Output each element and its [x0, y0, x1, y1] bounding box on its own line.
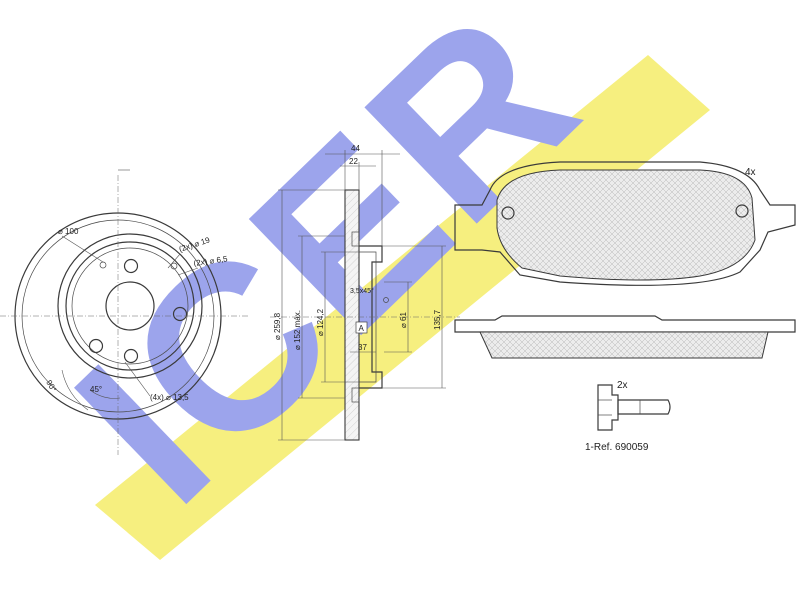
label-angle-45: 45° [90, 385, 102, 394]
hub-ring-1 [65, 241, 195, 371]
bolt-hole-right [172, 306, 188, 322]
bolt-shank [617, 399, 671, 415]
dim-37: 37 [358, 343, 367, 352]
hub-ring-2 [71, 247, 189, 365]
label-d100: ⌀ 100 [58, 227, 79, 236]
marker-a-small [383, 297, 389, 303]
dim-d124-2: ⌀ 124,2 [316, 308, 325, 336]
pad-side-friction [479, 331, 769, 359]
brake-pad-views: 4x [454, 161, 796, 359]
friction-ring-section [344, 189, 360, 441]
label-holes-13-5: (4x) ⌀ 13,5 [150, 393, 189, 402]
marker-a-box [355, 321, 368, 334]
dim-chamfer: 3,5x45° [350, 287, 374, 295]
dim-135-7: 135,7 [433, 309, 442, 330]
dim-d61: ⌀ 61 [399, 312, 408, 328]
watermark-text: ICER [27, 0, 625, 551]
bolt-drawing: 2x 1-Ref. 690059 [585, 380, 671, 453]
bolt-reference: 1-Ref. 690059 [585, 442, 649, 453]
hub-outer [57, 233, 203, 379]
dim-d259-8: ⌀ 259,8 [273, 312, 282, 340]
pad-quantity: 4x [745, 167, 756, 178]
pad-backing-plate [454, 161, 796, 286]
dim-44: 44 [351, 144, 360, 153]
pad-friction-material [496, 169, 756, 281]
marker-a: A [359, 324, 365, 333]
bolt-quantity: 2x [617, 380, 628, 391]
disc-section-view: 44 22 ⌀ 259,8 ⌀ 152 máx. ⌀ 124,2 3,5x45°… [270, 144, 460, 441]
locating-hole-right [170, 262, 178, 270]
bolt-hole-bottom [123, 348, 139, 364]
pad-side-backing [454, 315, 796, 333]
dim-22: 22 [349, 157, 358, 166]
pad-pin-right [735, 204, 749, 218]
bolt-hole-top [123, 258, 139, 274]
locating-hole-small [99, 261, 107, 269]
center-bore [105, 281, 155, 331]
dim-d152: ⌀ 152 máx. [293, 310, 302, 350]
brand-watermark: ICER [27, 0, 710, 560]
pad-pin-left [501, 206, 515, 220]
bolt-head [597, 384, 619, 431]
bolt-hole-left [88, 338, 104, 354]
